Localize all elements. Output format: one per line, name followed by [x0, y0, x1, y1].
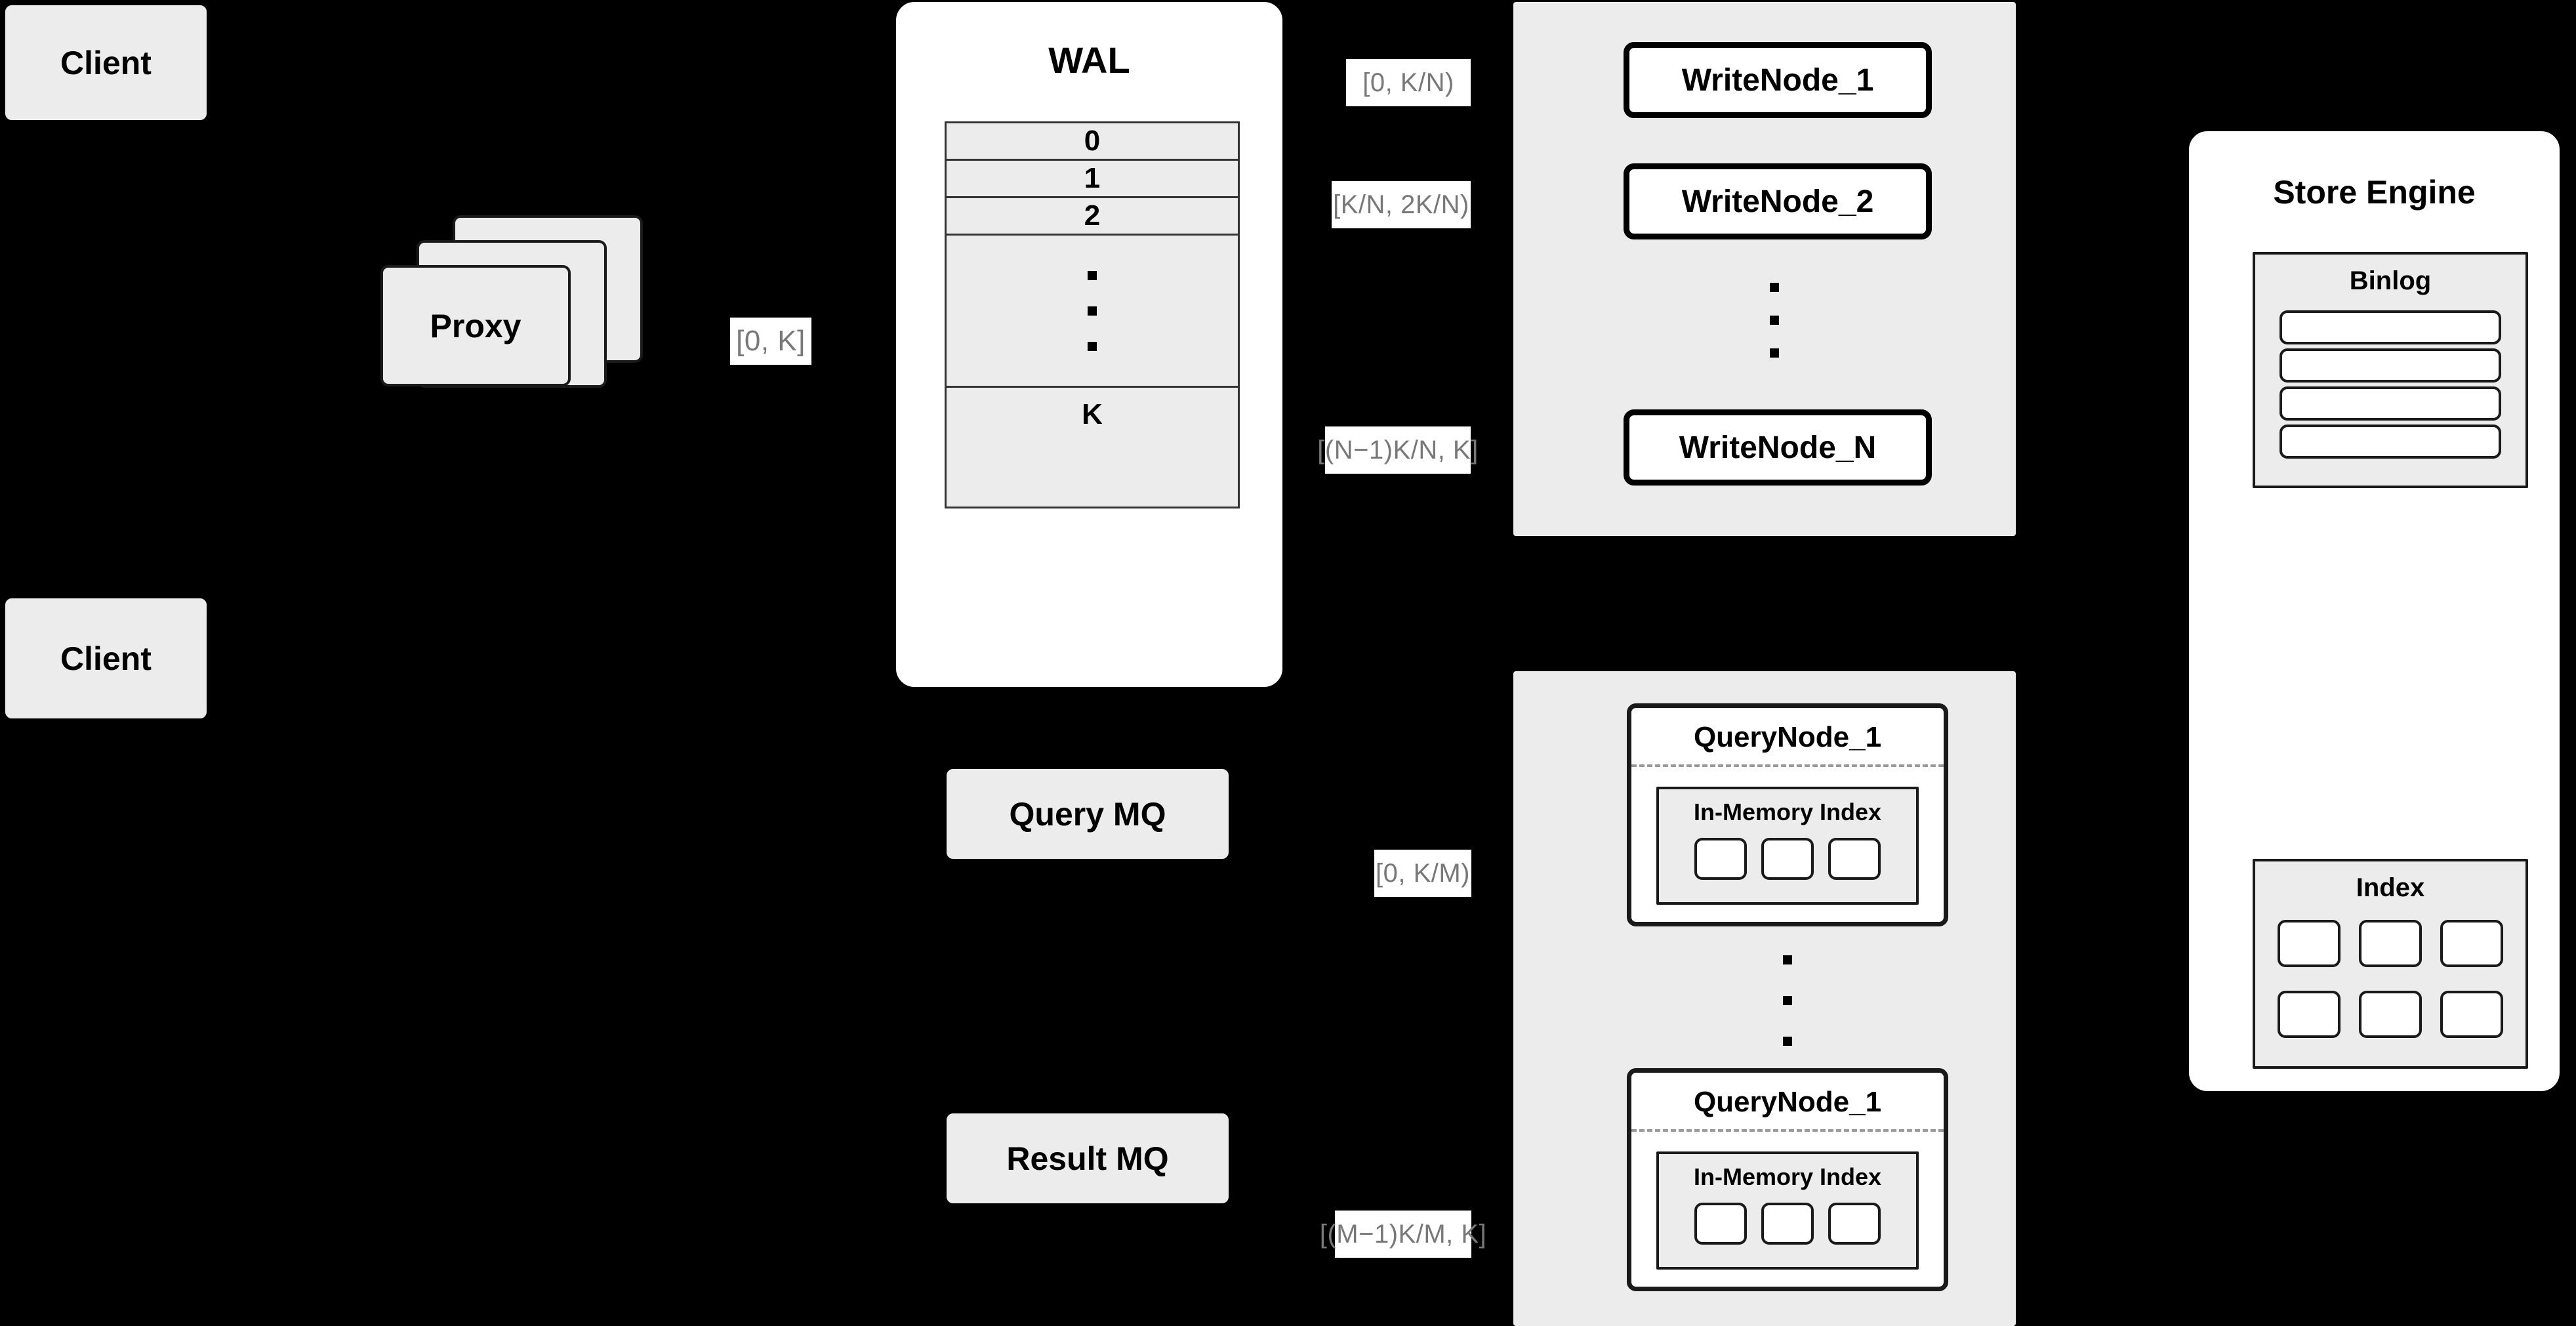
write-node-label: WriteNode_1 — [1681, 62, 1874, 98]
write-node-label: WriteNode_2 — [1681, 184, 1874, 219]
wal-row[interactable]: 0 — [947, 123, 1238, 161]
store-engine-title: Store Engine — [2273, 174, 2476, 211]
in-memory-index-1: In-Memory Index — [1656, 787, 1919, 905]
proxy-stack[interactable]: Proxy — [380, 215, 676, 425]
in-memory-index-m: In-Memory Index — [1656, 1151, 1919, 1270]
in-memory-index-title: In-Memory Index — [1693, 1163, 1882, 1190]
query-node-title: QueryNode_1 — [1693, 1086, 1882, 1118]
index-cell[interactable] — [1694, 838, 1747, 880]
write-node-n[interactable]: WriteNode_N — [1624, 409, 1932, 486]
binlog-title: Binlog — [2349, 266, 2432, 295]
range-label-write-node-n: [(N−1)K/N, K] — [1317, 426, 1478, 474]
ellipsis-dot — [1783, 996, 1792, 1005]
range-label-text: [(M−1)K/M, K] — [1319, 1219, 1487, 1249]
binlog-bar[interactable] — [2280, 310, 2501, 344]
write-node-1[interactable]: WriteNode_1 — [1624, 42, 1932, 118]
index-cell[interactable] — [1694, 1203, 1747, 1245]
wal-row[interactable]: 2 — [947, 198, 1238, 236]
index-cell[interactable] — [1761, 838, 1814, 880]
ellipsis-dot — [1770, 348, 1779, 358]
binlog-bar[interactable] — [2280, 425, 2501, 459]
client-box-2[interactable]: Client — [5, 598, 207, 718]
range-label-write-node-2: [K/N, 2K/N) — [1332, 181, 1471, 228]
proxy-card-front[interactable]: Proxy — [380, 265, 571, 386]
ellipsis-dot — [1770, 283, 1779, 292]
query-node-title: QueryNode_1 — [1693, 721, 1882, 753]
query-mq-label: Query MQ — [1009, 795, 1166, 833]
store-engine-panel: Store Engine Binlog Index — [2189, 131, 2560, 1091]
wal-row-value: K — [1082, 398, 1103, 430]
query-node-1[interactable]: QueryNode_1 In-Memory Index — [1627, 703, 1948, 926]
ellipsis-dot — [1770, 316, 1779, 325]
range-label-text: [K/N, 2K/N) — [1333, 190, 1469, 219]
wal-row-value: 2 — [1084, 199, 1101, 232]
range-label-write-node-1: [0, K/N) — [1346, 59, 1471, 106]
wal-panel: WAL 0 1 2 K — [896, 2, 1282, 687]
query-node-m[interactable]: QueryNode_1 In-Memory Index — [1627, 1068, 1948, 1291]
wal-row[interactable]: 1 — [947, 161, 1238, 198]
index-cell[interactable] — [1761, 1203, 1814, 1245]
in-memory-index-title: In-Memory Index — [1693, 798, 1882, 825]
query-node-ellipsis — [1783, 955, 1792, 1046]
ellipsis-dot — [1088, 341, 1097, 351]
index-cell[interactable] — [2359, 991, 2422, 1038]
write-node-label: WriteNode_N — [1679, 430, 1877, 465]
index-cell[interactable] — [1828, 838, 1881, 880]
proxy-label: Proxy — [430, 307, 521, 344]
wal-ellipsis — [947, 236, 1238, 388]
client-label: Client — [60, 640, 152, 677]
range-label-text: [0, K/M) — [1375, 858, 1471, 888]
range-label-text: [0, K] — [736, 325, 806, 357]
write-node-group: WriteNode_1 WriteNode_2 WriteNode_N — [1513, 2, 2016, 536]
wal-row[interactable]: K — [947, 388, 1238, 441]
range-label-query-node-m: [(M−1)K/M, K] — [1320, 1211, 1486, 1258]
ellipsis-dot — [1088, 306, 1097, 316]
index-cell[interactable] — [2278, 991, 2341, 1038]
wal-title: WAL — [1048, 39, 1130, 81]
range-label-text: [(N−1)K/N, K] — [1317, 435, 1479, 465]
index-cell[interactable] — [1828, 1203, 1881, 1245]
index-cell[interactable] — [2440, 920, 2503, 967]
result-mq-label: Result MQ — [1006, 1140, 1169, 1177]
query-node-group: QueryNode_1 In-Memory Index QueryNode_1 — [1513, 671, 2016, 1326]
index-cell[interactable] — [2440, 991, 2503, 1038]
write-node-ellipsis — [1770, 283, 1779, 358]
query-node-separator — [1631, 764, 1944, 767]
query-node-separator — [1631, 1129, 1944, 1132]
wal-row-value: 0 — [1084, 125, 1101, 157]
query-mq-box[interactable]: Query MQ — [947, 769, 1229, 859]
client-box-1[interactable]: Client — [5, 5, 207, 120]
ellipsis-dot — [1783, 1037, 1792, 1046]
index-cell[interactable] — [2359, 920, 2422, 967]
wal-table: 0 1 2 K — [945, 121, 1240, 508]
write-node-2[interactable]: WriteNode_2 — [1624, 163, 1932, 239]
range-label-text: [0, K/N) — [1362, 68, 1454, 97]
result-mq-box[interactable]: Result MQ — [947, 1113, 1229, 1203]
ellipsis-dot — [1088, 270, 1097, 280]
index-title: Index — [2356, 873, 2425, 902]
wal-row-value: 1 — [1084, 162, 1101, 194]
binlog-bar[interactable] — [2280, 386, 2501, 421]
index-panel: Index — [2253, 859, 2528, 1069]
range-label-query-node-1: [0, K/M) — [1374, 850, 1471, 897]
client-label: Client — [60, 44, 152, 81]
ellipsis-dot — [1783, 955, 1792, 964]
range-label-proxy-to-wal: [0, K] — [730, 318, 811, 365]
binlog-bar[interactable] — [2280, 348, 2501, 383]
index-cell[interactable] — [2278, 920, 2341, 967]
binlog-panel: Binlog — [2253, 252, 2528, 488]
